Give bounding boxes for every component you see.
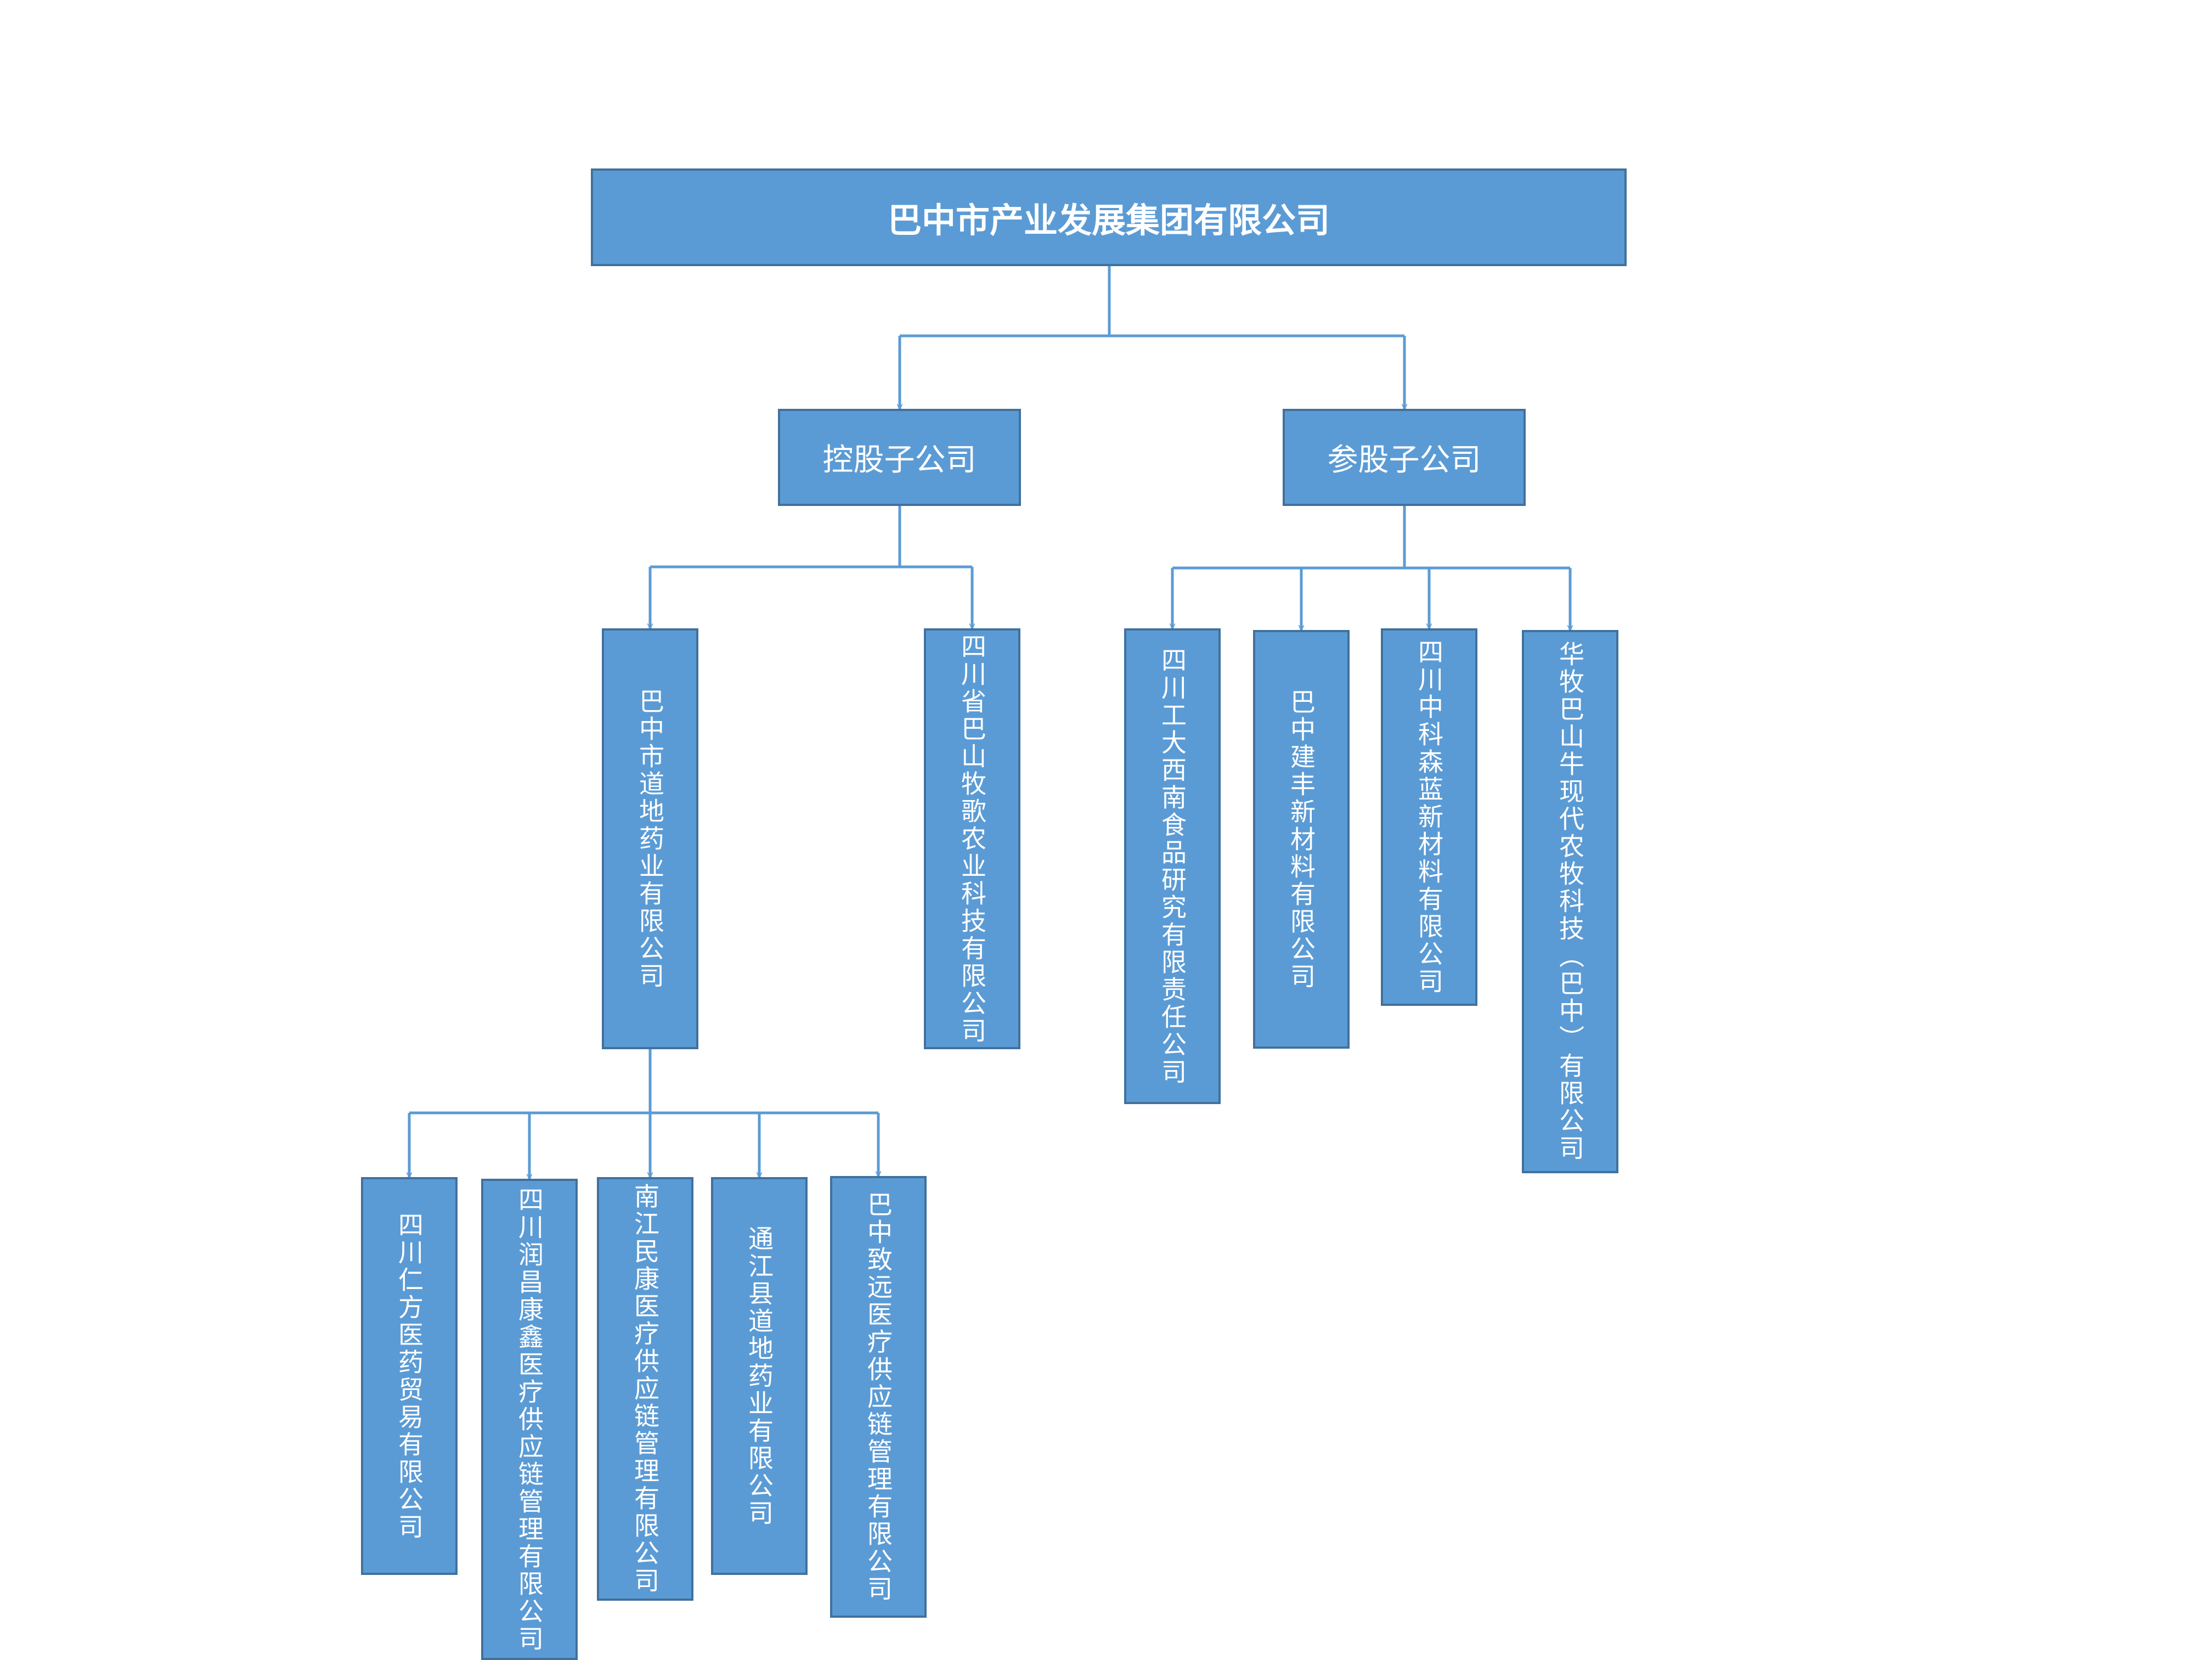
connector-group-equity	[1172, 506, 1570, 570]
company-box: 巴中市道地药业有限公司	[602, 628, 698, 1049]
company-box: 巴中致远医疗供应链管理有限公司	[830, 1176, 927, 1618]
holding-subsidiaries-label: 控股子公司	[822, 442, 977, 478]
company-box: 通江县道地药业有限公司	[711, 1177, 808, 1575]
company-box: 巴中建丰新材料有限公司	[1253, 630, 1350, 1049]
connector-root	[900, 266, 1404, 337]
company-label: 四川工大西南食品研究有限责任公司	[1158, 646, 1187, 1086]
company-box: 华牧巴山牛现代农牧科技（巴中）有限公司	[1522, 630, 1618, 1173]
company-box: 四川仁方医药贸易有限公司	[361, 1177, 458, 1575]
company-label: 华牧巴山牛现代农牧科技（巴中）有限公司	[1555, 641, 1585, 1162]
equity-subsidiaries-box: 参股子公司	[1283, 409, 1526, 506]
root-company-label: 巴中市产业发展集团有限公司	[887, 200, 1330, 240]
company-box: 四川省巴山牧歌农业科技有限公司	[924, 628, 1020, 1049]
company-label: 四川润昌康鑫医疗供应链管理有限公司	[515, 1186, 544, 1653]
company-label: 四川省巴山牧歌农业科技有限公司	[957, 633, 987, 1045]
company-box: 四川润昌康鑫医疗供应链管理有限公司	[481, 1179, 578, 1660]
root-company-box: 巴中市产业发展集团有限公司	[591, 168, 1627, 266]
company-label: 四川中科森蓝新材料有限公司	[1414, 639, 1444, 995]
equity-subsidiaries-label: 参股子公司	[1327, 442, 1481, 478]
company-label: 通江县道地药业有限公司	[744, 1225, 774, 1527]
company-label: 四川仁方医药贸易有限公司	[394, 1211, 424, 1541]
company-box: 四川中科森蓝新材料有限公司	[1381, 628, 1477, 1006]
company-label: 巴中建丰新材料有限公司	[1286, 688, 1316, 991]
holding-subsidiaries-box: 控股子公司	[778, 409, 1021, 506]
connector-group-holding	[650, 506, 972, 569]
company-label: 巴中致远医疗供应链管理有限公司	[864, 1191, 893, 1603]
connector-daodi	[409, 1049, 878, 1115]
company-label: 南江民康医疗供应链管理有限公司	[630, 1183, 660, 1595]
company-box: 四川工大西南食品研究有限责任公司	[1124, 628, 1221, 1104]
company-label: 巴中市道地药业有限公司	[635, 688, 665, 990]
company-box: 南江民康医疗供应链管理有限公司	[597, 1177, 693, 1601]
